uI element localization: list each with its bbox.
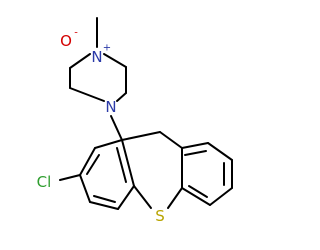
bond-ra-4	[209, 187, 233, 206]
bond-la-6-inner	[116, 147, 127, 183]
bond-ra-2	[207, 142, 233, 161]
bond-ra-1-inner	[184, 150, 207, 156]
nitrogen-top-atom: N +	[91, 43, 111, 67]
nitrogen-bottom-label: N	[105, 98, 116, 116]
bond-ring-c3-n4	[116, 92, 127, 102]
bond-la-3	[79, 174, 91, 203]
bond-s-c-right	[167, 187, 183, 209]
bond-ring-n4-c5	[69, 87, 105, 102]
bond-ra-1	[181, 142, 209, 149]
bond-ra-5-inner	[188, 185, 208, 198]
bond-la-1	[94, 139, 123, 149]
bond-la-6	[121, 139, 135, 187]
oxygen-atom: O -	[60, 28, 78, 51]
atom-labels: O - N + N Cl S	[37, 28, 165, 226]
oxygen-label: O	[60, 32, 72, 50]
bond-c11-c10	[121, 131, 161, 141]
bond-la-5	[117, 185, 135, 210]
bond-ring-n1-c2	[103, 53, 127, 68]
bond-c10-c9a	[159, 131, 183, 149]
nitrogen-top-charge: +	[103, 43, 111, 54]
bond-c-cl	[59, 174, 81, 181]
bond-la-4	[89, 201, 119, 210]
chlorine-label: Cl	[37, 173, 52, 191]
bond-la-2-inner	[86, 154, 100, 175]
molecule-structure: O - N + N Cl S	[37, 17, 233, 226]
bonds	[59, 17, 233, 210]
sulfur-label: S	[155, 207, 165, 225]
bond-ra-5	[181, 187, 211, 206]
nitrogen-top-label: N	[91, 48, 102, 66]
bond-c-s-left	[133, 185, 152, 209]
bond-ring-c6-n1	[69, 53, 91, 69]
bond-la-2	[79, 147, 96, 176]
bond-n-c11	[110, 115, 123, 141]
oxygen-charge: -	[74, 28, 78, 39]
bond-la-4-inner	[93, 195, 116, 203]
